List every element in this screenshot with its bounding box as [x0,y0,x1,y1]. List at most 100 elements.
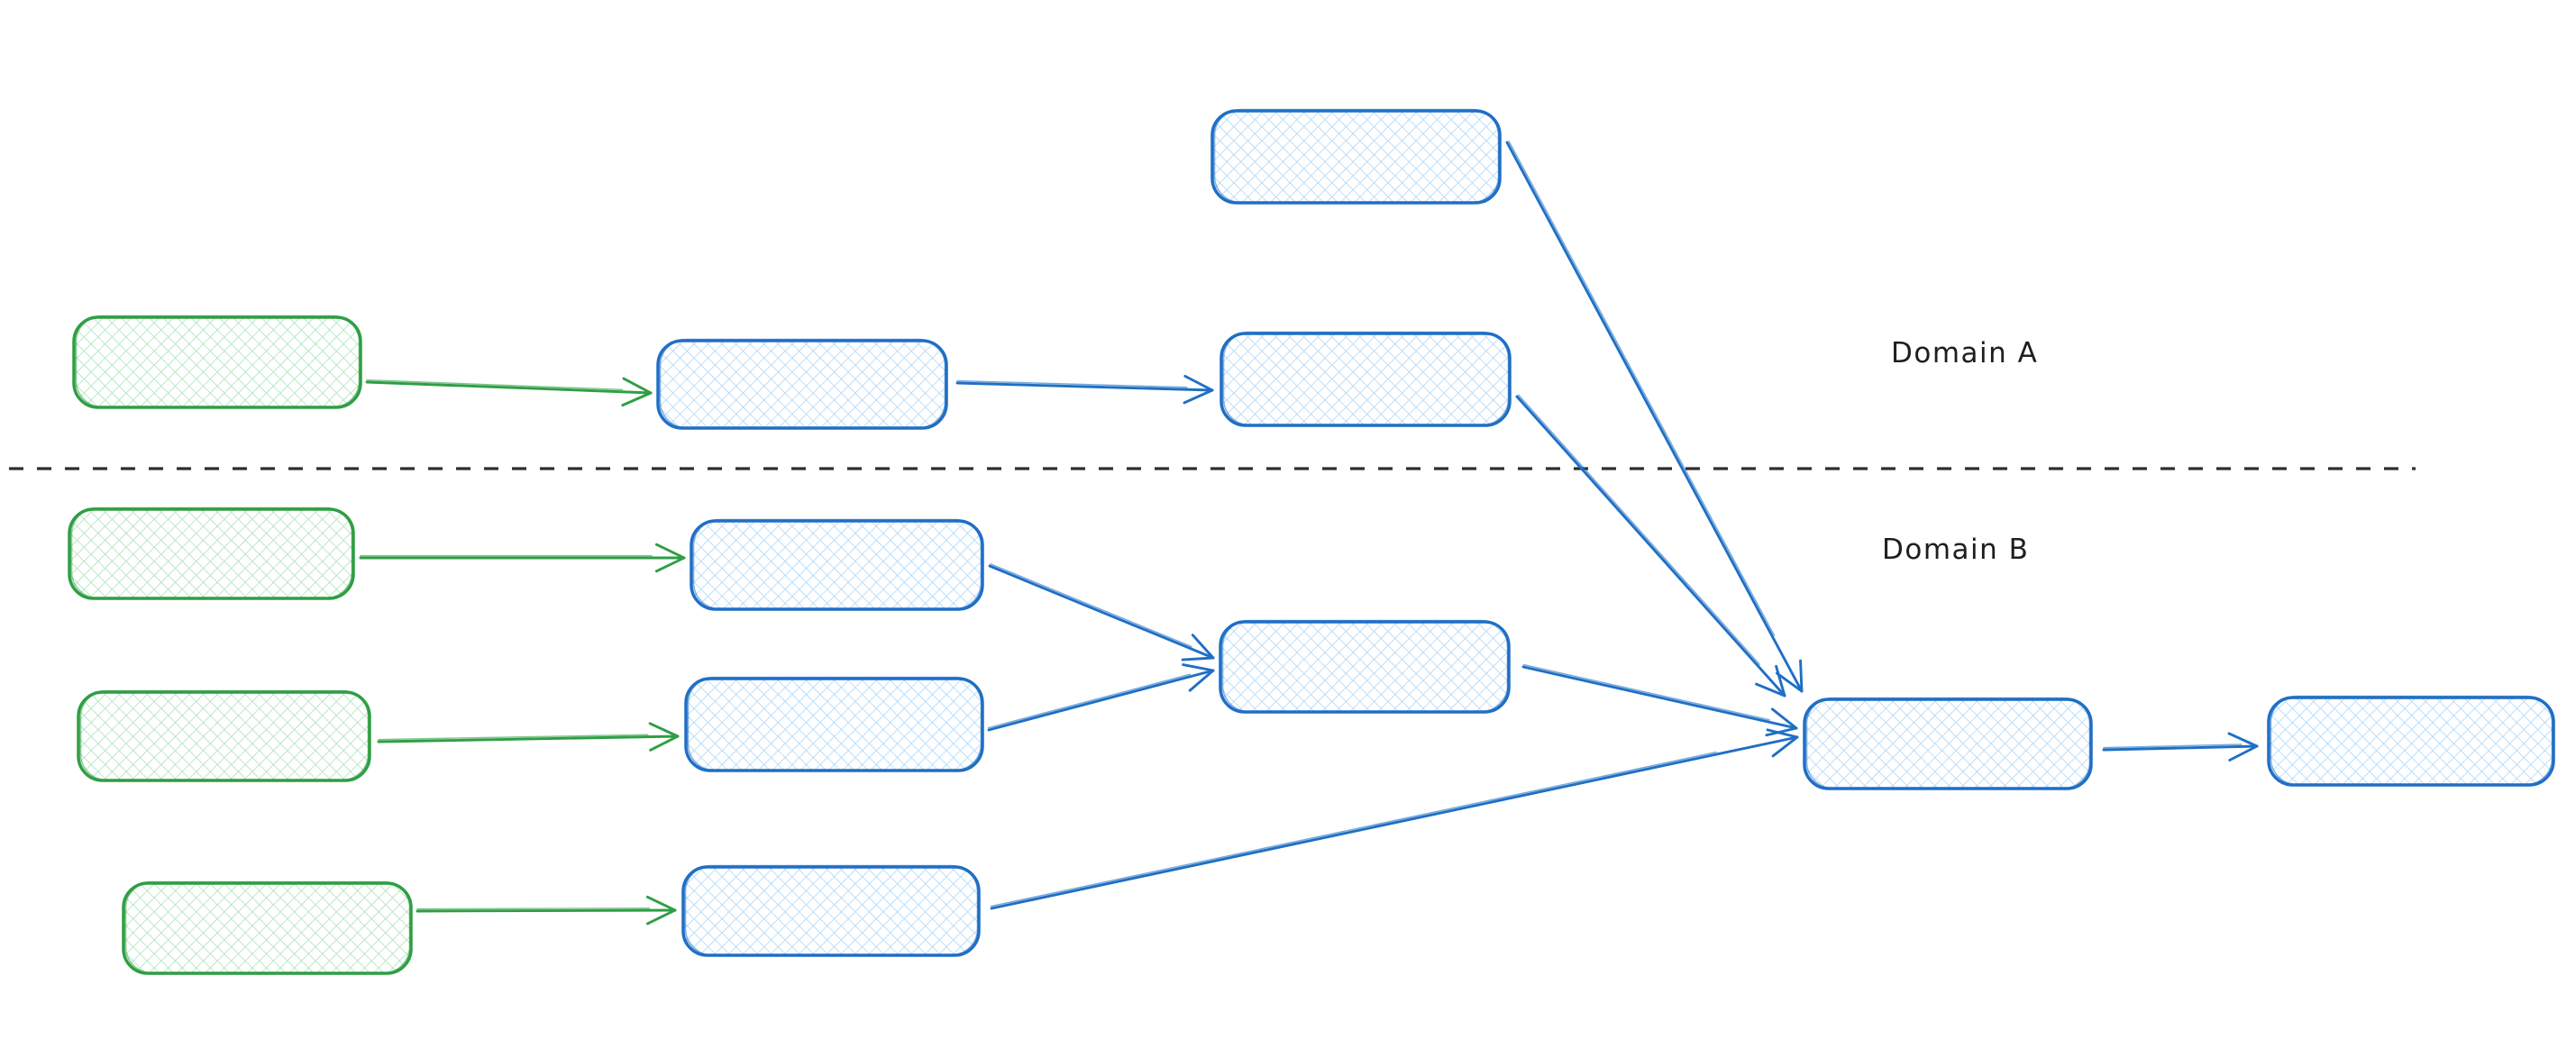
edge-arrowhead [1755,682,1786,698]
edge-aggregate-to-output[interactable] [2102,732,2259,762]
edge-source-a1-to-stage1-a1[interactable] [365,377,653,407]
edge-arrowhead [654,543,686,560]
label-domain-a[interactable]: Domain A [1891,337,2038,369]
node-source-b1[interactable] [68,506,355,600]
edge-line [987,669,1215,732]
node-box-sketch-stroke [659,338,946,429]
node-box-shape [1219,620,1511,714]
node-input-top[interactable] [1210,108,1502,205]
node-box-sketch-stroke [79,689,370,781]
edge-arrowhead [649,734,680,752]
edge-arrowhead [1182,663,1215,672]
edge-stage2-a1-to-aggregate[interactable] [1515,394,1786,698]
edge-line-sketch-stroke [1508,141,1776,636]
node-box-sketch-stroke [1213,108,1500,204]
edge-line-sketch-stroke [990,563,1192,648]
node-box-shape [77,690,371,782]
edge-stage1-b1-to-merge-b[interactable] [988,563,1215,661]
edge-line [377,734,680,743]
node-aggregate[interactable] [1803,697,2093,790]
node-box-shape [1219,332,1512,427]
edge-source-b2-to-stage1-b2[interactable] [377,722,680,752]
edge-line [955,381,1214,392]
edge-line [988,564,1215,660]
edge-line-sketch-stroke [1518,394,1760,665]
node-stage2-a1[interactable] [1219,331,1512,427]
edge-line [990,735,1799,910]
edge-arrowhead [645,895,677,912]
node-box-sketch-stroke [1221,619,1509,713]
node-box-shape [684,677,984,772]
edge-arrowhead [621,391,653,407]
node-box-shape [681,865,981,957]
edge-stage1-b3-to-aggregate[interactable] [990,728,1799,910]
node-source-b2[interactable] [77,689,371,782]
edge-stage1-b2-to-merge-b[interactable] [987,663,1215,732]
node-box-shape [72,315,362,409]
edge-line-sketch-stroke [2103,743,2243,749]
node-box-shape [68,507,355,600]
node-box-shape [1210,109,1502,205]
edge-arrowhead [1183,374,1214,392]
node-box-shape [690,519,984,611]
node-merge-b[interactable] [1219,619,1511,714]
edge-line-sketch-stroke [366,379,624,391]
edge-arrowhead [1775,664,1786,698]
node-output[interactable] [2267,695,2555,787]
node-stage1-b1[interactable] [690,518,984,611]
node-source-b3[interactable] [122,880,413,975]
edge-arrowhead [645,908,677,926]
node-box-sketch-stroke [70,506,353,599]
edge-line-sketch-stroke [987,673,1192,729]
node-box-shape [2267,696,2555,787]
edge-arrowhead [1776,671,1804,693]
label-domain-b[interactable]: Domain B [1882,534,2029,566]
edge-line-sketch-stroke [990,751,1717,908]
node-stage1-b2[interactable] [684,676,984,772]
edge-arrowhead [1191,634,1215,660]
node-stage1-a1[interactable] [656,338,948,430]
node-box-sketch-stroke [684,864,979,956]
edge-arrowhead [648,722,680,738]
edge-arrowhead [622,377,653,395]
edge-arrowhead [1771,735,1799,758]
edge-stage1-a1-to-stage2-a1[interactable] [955,374,1214,405]
node-box-sketch-stroke [2270,695,2553,786]
edge-source-b1-to-stage1-b1[interactable] [359,543,686,573]
node-box-sketch-stroke [75,315,361,408]
edge-line-sketch-stroke [416,907,651,910]
node-source-a1[interactable] [72,315,362,409]
edge-arrowhead [654,556,686,573]
edge-arrowhead [1183,388,1214,405]
edge-merge-b-to-aggregate[interactable] [1521,663,1798,737]
node-box-sketch-stroke [124,880,411,974]
node-box-shape [122,881,413,975]
edge-line [2102,744,2259,752]
edge-line [416,908,677,913]
node-box-sketch-stroke [1805,697,2091,789]
edge-line-sketch-stroke [1522,663,1770,721]
edge-arrowhead [1799,659,1804,693]
edge-input-top-to-aggregate[interactable] [1505,141,1804,693]
edge-arrowhead [1765,726,1798,737]
edge-line [1521,665,1798,730]
edge-arrowhead [1766,728,1799,739]
node-stage1-b3[interactable] [681,864,981,957]
edge-arrowhead [1188,669,1215,692]
edge-arrowhead [2227,732,2259,748]
edge-line-sketch-stroke [378,734,649,741]
node-box-sketch-stroke [687,676,982,771]
edge-line [1505,141,1804,693]
edge-line [365,380,653,395]
node-box-shape [656,339,948,430]
edge-arrowhead [1770,707,1798,730]
edge-line [1515,395,1786,698]
edge-arrowhead [1181,656,1215,661]
edge-source-b3-to-stage1-b3[interactable] [416,895,677,926]
edge-arrowhead [2228,744,2259,762]
node-box-sketch-stroke [692,518,982,610]
node-box-sketch-stroke [1222,331,1510,426]
node-box-shape [1803,698,2093,790]
